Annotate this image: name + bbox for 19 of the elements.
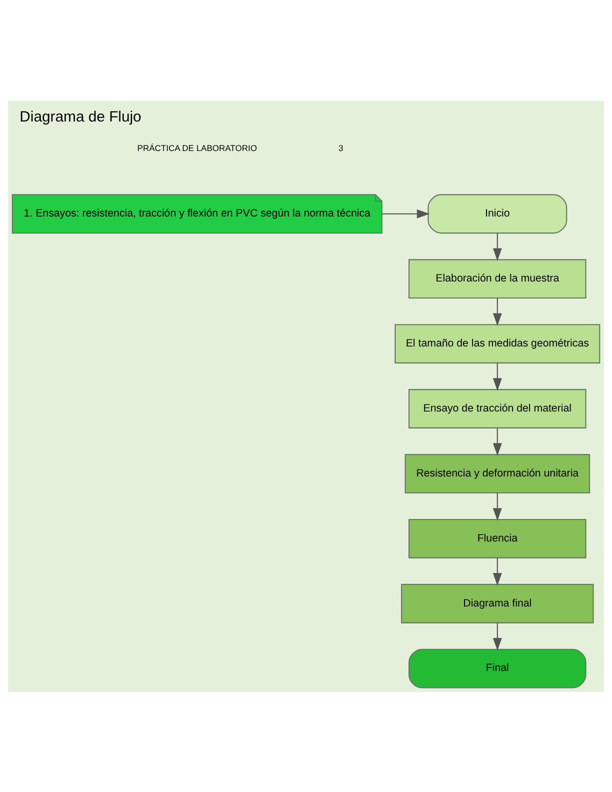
node-box: Elaboración de la muestra	[408, 258, 586, 298]
label: PRÁCTICA DE LABORATORIO	[137, 142, 257, 152]
arrow	[492, 298, 502, 326]
node-box: El tamaño de las medidas geométricas	[394, 324, 600, 363]
arrow	[492, 232, 502, 261]
node-box: Ensayo de tracción del material	[408, 388, 586, 428]
arrow	[492, 362, 502, 390]
label: 3	[338, 142, 344, 152]
diagram-title: Diagrama de Flujo	[20, 108, 142, 125]
node-box: Diagrama final	[401, 583, 594, 623]
arrow	[492, 557, 502, 586]
arrow	[382, 208, 430, 218]
node-box: Final	[408, 648, 586, 688]
node-box: Resistencia y deformación unitaria	[404, 454, 590, 493]
arrow	[492, 622, 502, 650]
arrow	[492, 492, 502, 520]
node-box: Inicio	[428, 194, 568, 234]
arrow	[492, 428, 502, 456]
node-box: Fluencia	[408, 518, 586, 558]
